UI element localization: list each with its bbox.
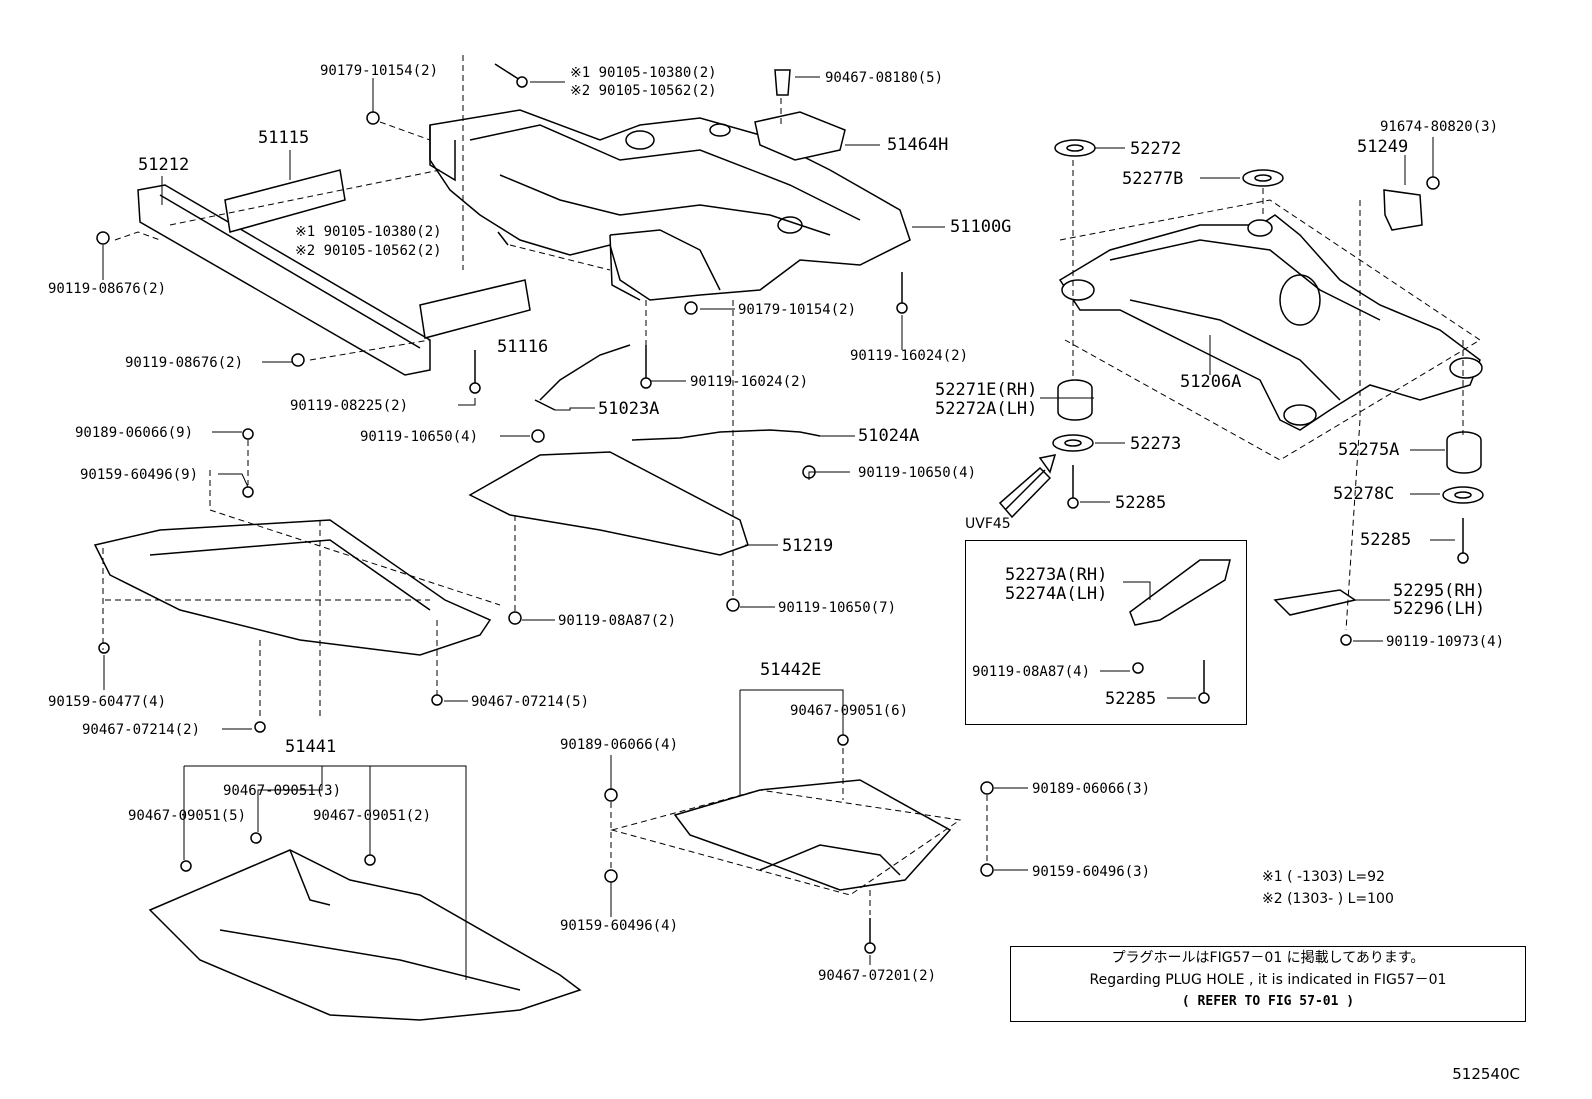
label-90119-16024-r: 90119-16024(2) (850, 348, 968, 364)
label-51249: 51249 (1357, 137, 1408, 157)
label-52272a: 52272A(LH) (935, 399, 1037, 419)
label-90119-08a87-2: 90119-08A87(2) (558, 613, 676, 629)
label-90467-09051-5: 90467-09051(5) (128, 808, 246, 824)
brace-51219 (468, 451, 749, 556)
bracket-51249 (1383, 189, 1423, 231)
label-52285-b: 52285 (1360, 530, 1411, 550)
label-90119-08a87-4: 90119-08A87(4) (972, 664, 1090, 680)
label-52295: 52295(RH) (1393, 581, 1485, 601)
label-90467-08180: 90467-08180(5) (825, 70, 943, 86)
alignment-lines (114, 55, 1464, 915)
label-90119-08676-b: 90119-08676(2) (125, 355, 243, 371)
label-52275a: 52275A (1338, 440, 1399, 460)
label-90119-10973: 90119-10973(4) (1386, 634, 1504, 650)
label-91674-80820: 91674-80820(3) (1380, 119, 1498, 135)
bracket-51464h (754, 111, 846, 161)
label-90189-06066-9: 90189-06066(9) (75, 425, 193, 441)
label-note1-b: ※1 90105-10380(2) (295, 224, 442, 240)
label-51212: 51212 (138, 155, 189, 175)
label-51441: 51441 (285, 737, 336, 757)
leader-lines (102, 76, 1455, 980)
view-arrow-icon (998, 454, 1057, 519)
label-90467-07214-2: 90467-07214(2) (82, 722, 200, 738)
label-51024a: 51024A (858, 426, 919, 446)
label-90189-06066-3: 90189-06066(3) (1032, 781, 1150, 797)
label-90467-07201: 90467-07201(2) (818, 968, 936, 984)
label-52271e: 52271E(RH) (935, 380, 1037, 400)
label-90189-06066-4: 90189-06066(4) (560, 737, 678, 753)
label-note1-a: ※1 90105-10380(2) (570, 65, 717, 81)
note-line-en: Regarding PLUG HOLE , it is indicated in… (1089, 972, 1447, 988)
rear-suspension-member (1058, 199, 1483, 461)
label-52296: 52296(LH) (1393, 599, 1485, 619)
variant-label: UVF45 (965, 516, 1011, 532)
diagram-code: 512540C (1452, 1065, 1520, 1083)
label-51219: 51219 (782, 536, 833, 556)
label-51023a: 51023A (598, 399, 659, 419)
footnote-1: ※1 ( -1303) L=92 (1262, 869, 1385, 885)
label-51442e: 51442E (760, 660, 821, 680)
note-line-ref: ( REFER TO FIG 57-01 ) (1181, 994, 1355, 1009)
label-51116: 51116 (497, 337, 548, 357)
label-51464h: 51464H (887, 135, 948, 155)
label-90159-60496-4: 90159-60496(4) (560, 918, 678, 934)
engine-under-cover-51442e (610, 779, 962, 896)
label-note2-b: ※2 90105-10562(2) (295, 243, 442, 259)
plug-hole-note: プラグホールはFIG57－01 に掲載してあります。 Regarding PLU… (1010, 946, 1526, 1022)
label-90179-10154-mid: 90179-10154(2) (738, 302, 856, 318)
brace-52273a (1129, 559, 1231, 626)
label-90467-09051-6: 90467-09051(6) (790, 703, 908, 719)
label-90119-08225: 90119-08225(2) (290, 398, 408, 414)
label-90119-08676-a: 90119-08676(2) (48, 281, 166, 297)
label-90467-09051-3: 90467-09051(3) (223, 783, 341, 799)
label-52285-c: 52285 (1105, 689, 1156, 709)
label-51115: 51115 (258, 128, 309, 148)
note-line-jp: プラグホールはFIG57－01 に掲載してあります。 (1111, 950, 1425, 966)
label-52274a: 52274A(LH) (1005, 584, 1107, 604)
label-52273: 52273 (1130, 434, 1181, 454)
bracket-51115 (224, 169, 346, 233)
label-90119-16024-m: 90119-16024(2) (690, 374, 808, 390)
label-90119-10650-a: 90119-10650(4) (360, 429, 478, 445)
label-90159-60477: 90159-60477(4) (48, 694, 166, 710)
label-51100g: 51100G (950, 217, 1011, 237)
engine-under-cover-upper (93, 470, 501, 656)
reinforcement-51212 (137, 184, 431, 376)
label-52278c: 52278C (1333, 484, 1394, 504)
label-note2-a: ※2 90105-10562(2) (570, 83, 717, 99)
engine-under-cover-51441 (148, 849, 582, 1021)
label-90159-60496-9: 90159-60496(9) (80, 467, 198, 483)
label-52273a: 52273A(RH) (1005, 565, 1107, 585)
footnote-2: ※2 (1303- ) L=100 (1262, 891, 1394, 907)
label-90159-60496-3: 90159-60496(3) (1032, 864, 1150, 880)
wire-51024a (631, 429, 821, 441)
label-52277b: 52277B (1122, 169, 1183, 189)
label-90179-10154-top: 90179-10154(2) (320, 63, 438, 79)
label-90467-09051-2: 90467-09051(2) (313, 808, 431, 824)
label-52285-a: 52285 (1115, 493, 1166, 513)
label-51206a: 51206A (1180, 372, 1241, 392)
fastener-glyphs (96, 63, 1469, 954)
rear-bushings (1052, 139, 1484, 504)
part-labels: 90179-10154(2) ※1 90105-10380(2) ※2 9010… (48, 63, 1504, 984)
variant-box (965, 540, 1247, 725)
bracket-51023a (534, 344, 631, 411)
label-90467-07214-5: 90467-07214(5) (471, 694, 589, 710)
brace-52295 (1273, 589, 1357, 616)
label-90119-10650-b: 90119-10650(4) (858, 465, 976, 481)
label-90119-10650-7: 90119-10650(7) (778, 600, 896, 616)
bracket-51116 (419, 279, 531, 339)
label-52272: 52272 (1130, 139, 1181, 159)
